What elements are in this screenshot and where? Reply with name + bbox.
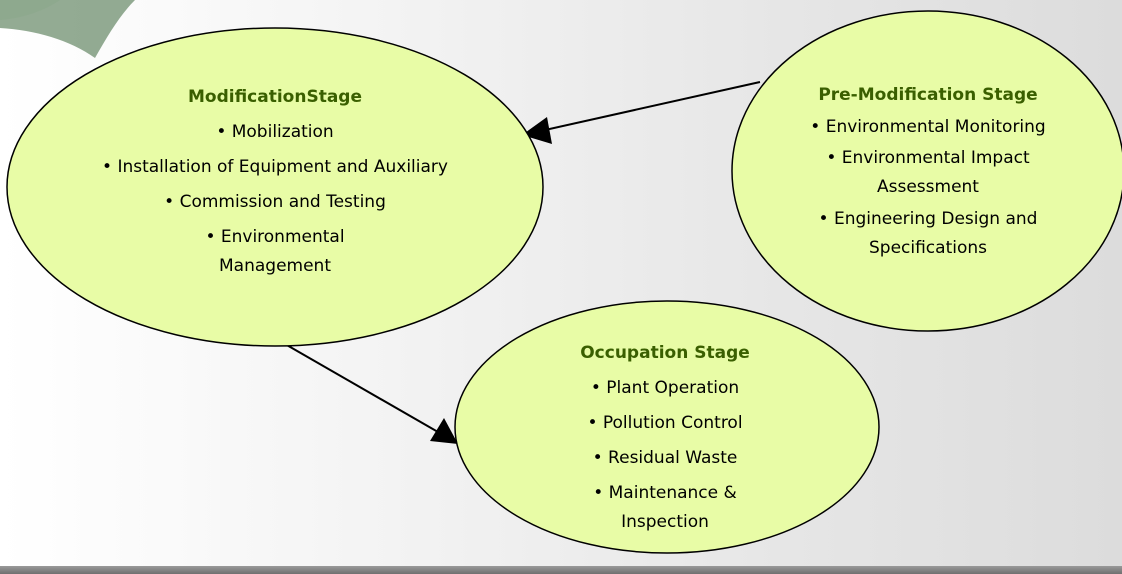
occupation-stage: Occupation Stage • Plant Operation • Pol… bbox=[520, 336, 810, 537]
occupation-stage-title: Occupation Stage bbox=[580, 343, 750, 363]
modification-item-environmental-management: • Environmental Management bbox=[205, 227, 345, 276]
pre-modification-stage-title: Pre-Modification Stage bbox=[818, 85, 1038, 105]
bottom-border bbox=[0, 566, 1122, 574]
occupation-item-maintenance: • Maintenance & Inspection bbox=[593, 483, 737, 532]
modification-stage-title: ModificationStage bbox=[187, 87, 363, 107]
modification-item-installation: • Installation of Equipment and Auxiliar… bbox=[102, 157, 448, 177]
modification-stage-ellipse bbox=[6, 27, 544, 347]
pre-modification-item-monitoring: • Environmental Monitoring bbox=[810, 117, 1046, 137]
occupation-item-pollution-control: • Pollution Control bbox=[587, 413, 743, 433]
pre-modification-stage-ellipse bbox=[731, 10, 1122, 332]
modification-item-mobilization: • Mobilization bbox=[216, 122, 334, 142]
pre-modification-stage: Pre-Modification Stage • Environmental M… bbox=[768, 78, 1088, 263]
modification-stage: ModificationStage • Mobilization • Insta… bbox=[40, 80, 510, 281]
connector-modification-to-occupation bbox=[284, 343, 458, 444]
pre-modification-item-engineering-design: • Engineering Design and Specifications bbox=[818, 209, 1038, 258]
leaf-decoration bbox=[0, 0, 135, 58]
occupation-stage-ellipse bbox=[454, 300, 880, 554]
connector-pre-to-modification bbox=[522, 81, 761, 144]
arrowhead-icon bbox=[430, 418, 458, 444]
pre-modification-item-impact-assessment: • Environmental Impact Assessment bbox=[826, 148, 1030, 197]
occupation-item-plant-operation: • Plant Operation bbox=[590, 378, 740, 398]
occupation-item-residual-waste: • Residual Waste bbox=[592, 448, 738, 468]
modification-item-commission: • Commission and Testing bbox=[164, 192, 386, 212]
